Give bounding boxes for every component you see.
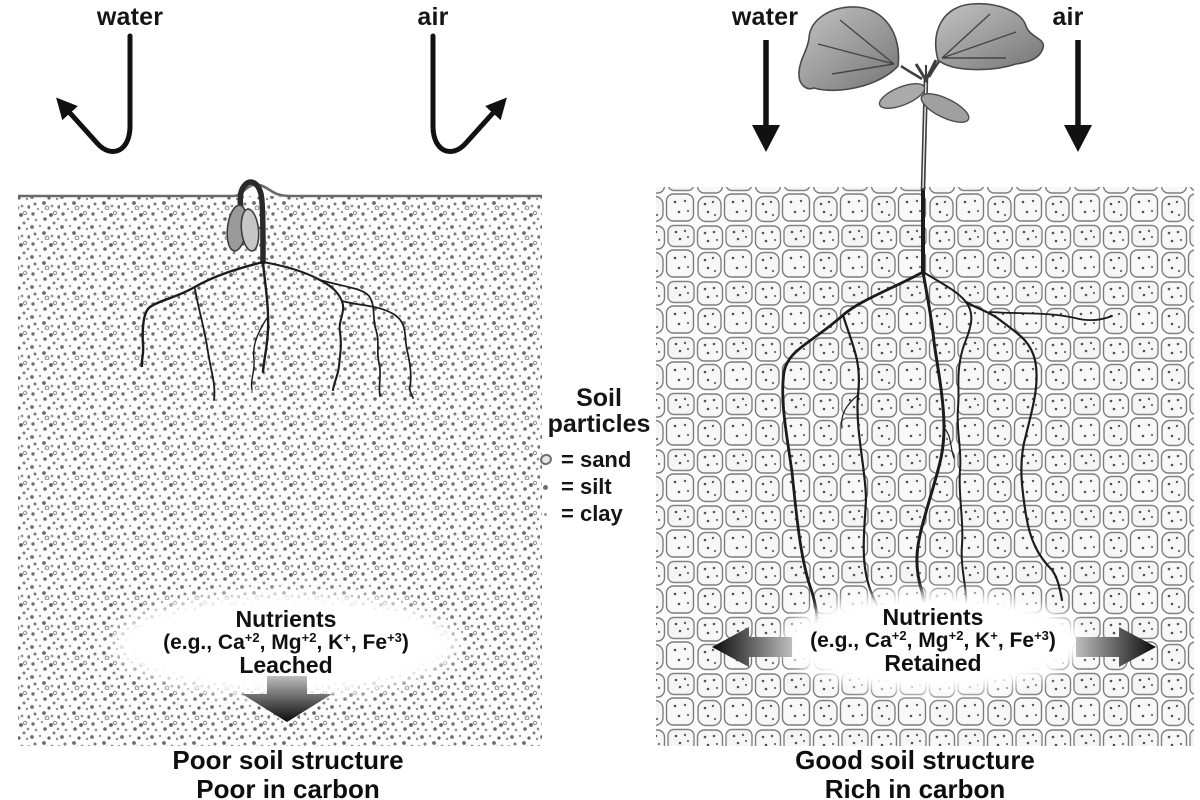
left-air-label: air xyxy=(417,3,449,31)
legend-item-silt: = silt xyxy=(537,474,661,500)
good-soil-illustration xyxy=(656,2,1194,746)
retained-right-arrow-icon xyxy=(1076,627,1156,667)
air-infiltration-arrow-icon xyxy=(1064,40,1092,152)
silt-particle-icon xyxy=(543,484,548,490)
nutrients-title: Nutrients xyxy=(882,604,984,630)
nutrients-fate: Retained xyxy=(884,649,982,676)
water-runoff-arrow-icon xyxy=(56,33,133,154)
right-air-label: air xyxy=(1052,3,1084,31)
legend-label-sand: = sand xyxy=(561,446,632,472)
leached-down-arrow-icon xyxy=(242,676,332,722)
soil-surface-line xyxy=(18,183,542,198)
nutrients-ions: (e.g., Ca+2, Mg+2, K+, Fe+3) xyxy=(810,628,1056,653)
right-caption: Good soil structure Rich in carbon xyxy=(715,746,1115,800)
nutrients-cutout-core xyxy=(801,602,1065,682)
legend-title: Soil particles xyxy=(547,384,651,439)
left-caption-line1: Poor soil structure xyxy=(172,745,404,775)
plant-illustration xyxy=(798,2,1045,191)
right-caption-line1: Good soil structure xyxy=(795,745,1035,775)
left-caption: Poor soil structure Poor in carbon xyxy=(88,746,488,800)
right-water-label: water xyxy=(731,3,799,31)
right-nutrients-text: Nutrients (e.g., Ca+2, Mg+2, K+, Fe+3) R… xyxy=(753,604,1113,676)
legend-label-silt: = silt xyxy=(561,473,612,499)
poor-soil-illustration xyxy=(18,33,542,746)
nutrients-ions: (e.g., Ca+2, Mg+2, K+, Fe+3) xyxy=(163,630,409,655)
nutrients-fate: Leached xyxy=(239,651,333,678)
sand-particle-icon xyxy=(537,452,554,467)
left-caption-line2: Poor in carbon xyxy=(196,773,380,800)
shallow-roots-illustration xyxy=(140,260,414,401)
left-water-label: water xyxy=(96,3,164,31)
left-nutrients-text: Nutrients (e.g., Ca+2, Mg+2, K+, Fe+3) L… xyxy=(106,606,466,678)
air-blocked-arrow-icon xyxy=(430,33,507,154)
clay-particle-icon xyxy=(544,512,547,516)
nutrients-cutout-core xyxy=(136,603,436,685)
legend-label-clay: = clay xyxy=(561,501,623,527)
water-infiltration-arrow-icon xyxy=(752,40,780,152)
legend-item-clay: = clay xyxy=(537,501,661,527)
nutrients-title: Nutrients xyxy=(235,606,337,632)
retained-left-arrow-icon xyxy=(712,627,792,667)
buried-seedling-illustration xyxy=(226,179,266,265)
soil-particles-legend: Soil particles = sand = silt = clay xyxy=(537,385,661,528)
legend-item-sand: = sand xyxy=(537,447,661,473)
right-caption-line2: Rich in carbon xyxy=(824,773,1006,800)
